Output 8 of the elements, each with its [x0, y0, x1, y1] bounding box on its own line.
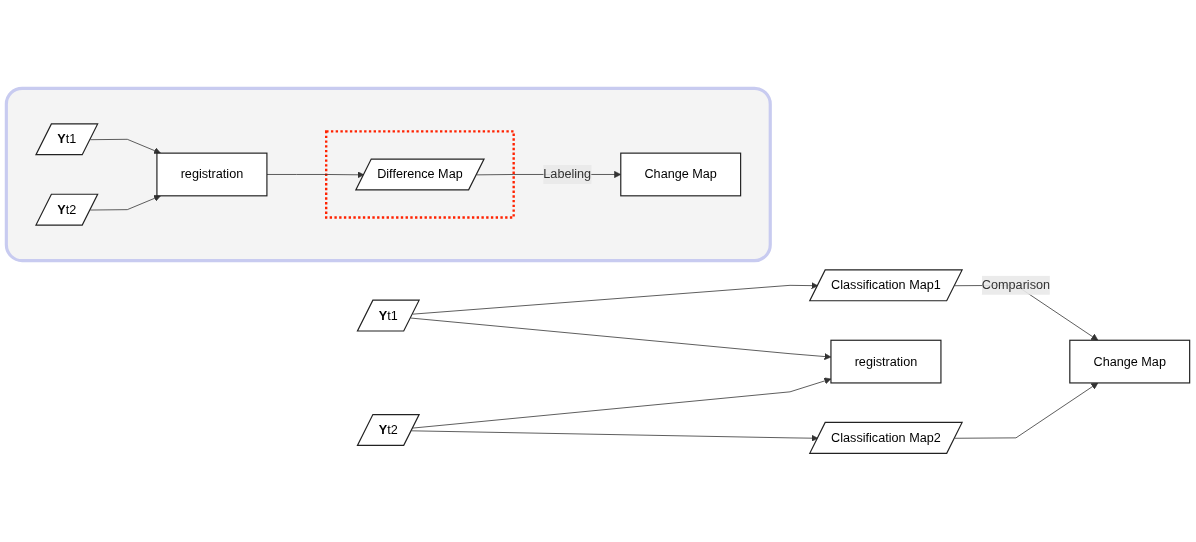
node-box: Change Map — [1069, 339, 1191, 384]
cluster — [325, 130, 515, 219]
node-box: registration — [830, 339, 942, 384]
edge-label: Comparison — [981, 278, 1051, 292]
cluster — [4, 86, 772, 263]
node-box: Change Map — [620, 152, 742, 197]
node-box: registration — [156, 152, 268, 197]
edge-label: Labeling — [543, 167, 592, 181]
